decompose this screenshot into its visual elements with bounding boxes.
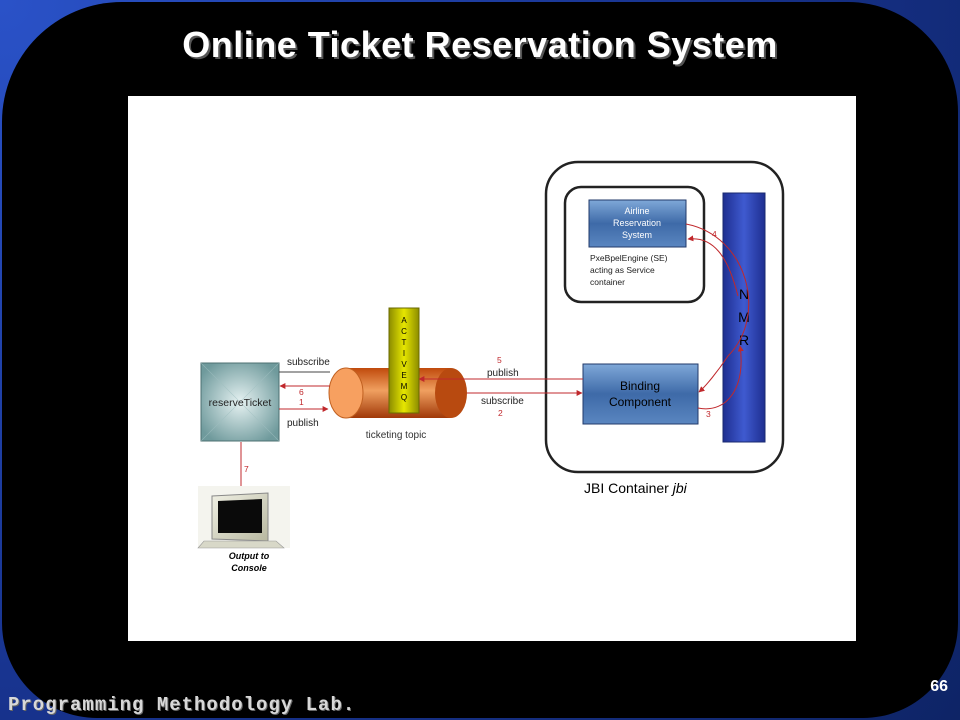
bpel-engine-box — [563, 185, 706, 304]
airline-label-line1: Airline — [624, 206, 649, 216]
ticketing-topic-cylinder-left — [328, 367, 364, 419]
bpel-label-line2: acting as Service — [590, 265, 655, 275]
arrow-nmr-loop — [685, 223, 750, 393]
activemq-letter-t: T — [402, 338, 407, 347]
reserve-ticket-bevel — [200, 362, 280, 442]
activemq-letter-i: I — [403, 349, 405, 358]
jbi-container-label: JBI Container jbi — [584, 480, 688, 496]
arrow-3 — [697, 345, 744, 410]
label-num-2: 2 — [498, 408, 503, 418]
activemq-letter-c: C — [401, 327, 407, 336]
slide-title: Online Ticket Reservation System — [182, 24, 778, 65]
left-subscribe-label: subscribe — [287, 357, 330, 368]
left-publish-label: publish — [287, 418, 319, 429]
ticketing-topic-cylinder-right — [435, 368, 467, 418]
reserve-ticket-label: reserveTicket — [209, 397, 272, 409]
activemq-letter-v: V — [401, 360, 407, 369]
airline-label-line3: System — [622, 230, 652, 240]
footer-lab-name: Programming Methodology Lab. — [8, 694, 356, 716]
diagram-canvas: N M R Airline Reservation System PxeBpel… — [128, 96, 856, 641]
activemq-letter-m: M — [401, 382, 408, 391]
activemq-letter-e: E — [401, 371, 406, 380]
ticketing-topic-label: ticketing topic — [366, 430, 427, 441]
output-console-line2: Console — [231, 563, 267, 573]
monitor-icon — [197, 486, 290, 549]
activemq-letter-q: Q — [401, 393, 407, 402]
arrow-4-out — [687, 235, 739, 297]
label-num-5: 5 — [497, 355, 502, 365]
label-num-7: 7 — [244, 464, 249, 474]
nmr-letter-r: R — [739, 332, 749, 348]
label-num-4: 4 — [712, 229, 717, 239]
nmr-letter-m: M — [738, 309, 750, 325]
jbi-container-box — [544, 160, 785, 474]
activemq-column — [388, 307, 420, 414]
label-num-1: 1 — [299, 397, 304, 407]
bpel-label-line1: PxeBpelEngine (SE) — [590, 253, 668, 263]
bpel-label-line3: container — [590, 277, 625, 287]
activemq-letter-a: A — [401, 316, 407, 325]
binding-component-box — [582, 363, 699, 425]
airline-reservation-box — [588, 199, 687, 248]
label-num-6: 6 — [299, 387, 304, 397]
page-number: 66 — [930, 678, 948, 695]
right-publish-label: publish — [487, 368, 519, 379]
label-num-3: 3 — [706, 409, 711, 419]
airline-label-line2: Reservation — [613, 218, 661, 228]
architecture-diagram: N M R Airline Reservation System PxeBpel… — [197, 160, 785, 573]
nmr-bar — [722, 192, 766, 443]
binding-label-line2: Component — [609, 395, 672, 409]
right-subscribe-label: subscribe — [481, 396, 524, 407]
nmr-letter-n: N — [739, 286, 749, 302]
binding-label-line1: Binding — [620, 379, 660, 393]
output-console-line1: Output to — [229, 551, 270, 561]
